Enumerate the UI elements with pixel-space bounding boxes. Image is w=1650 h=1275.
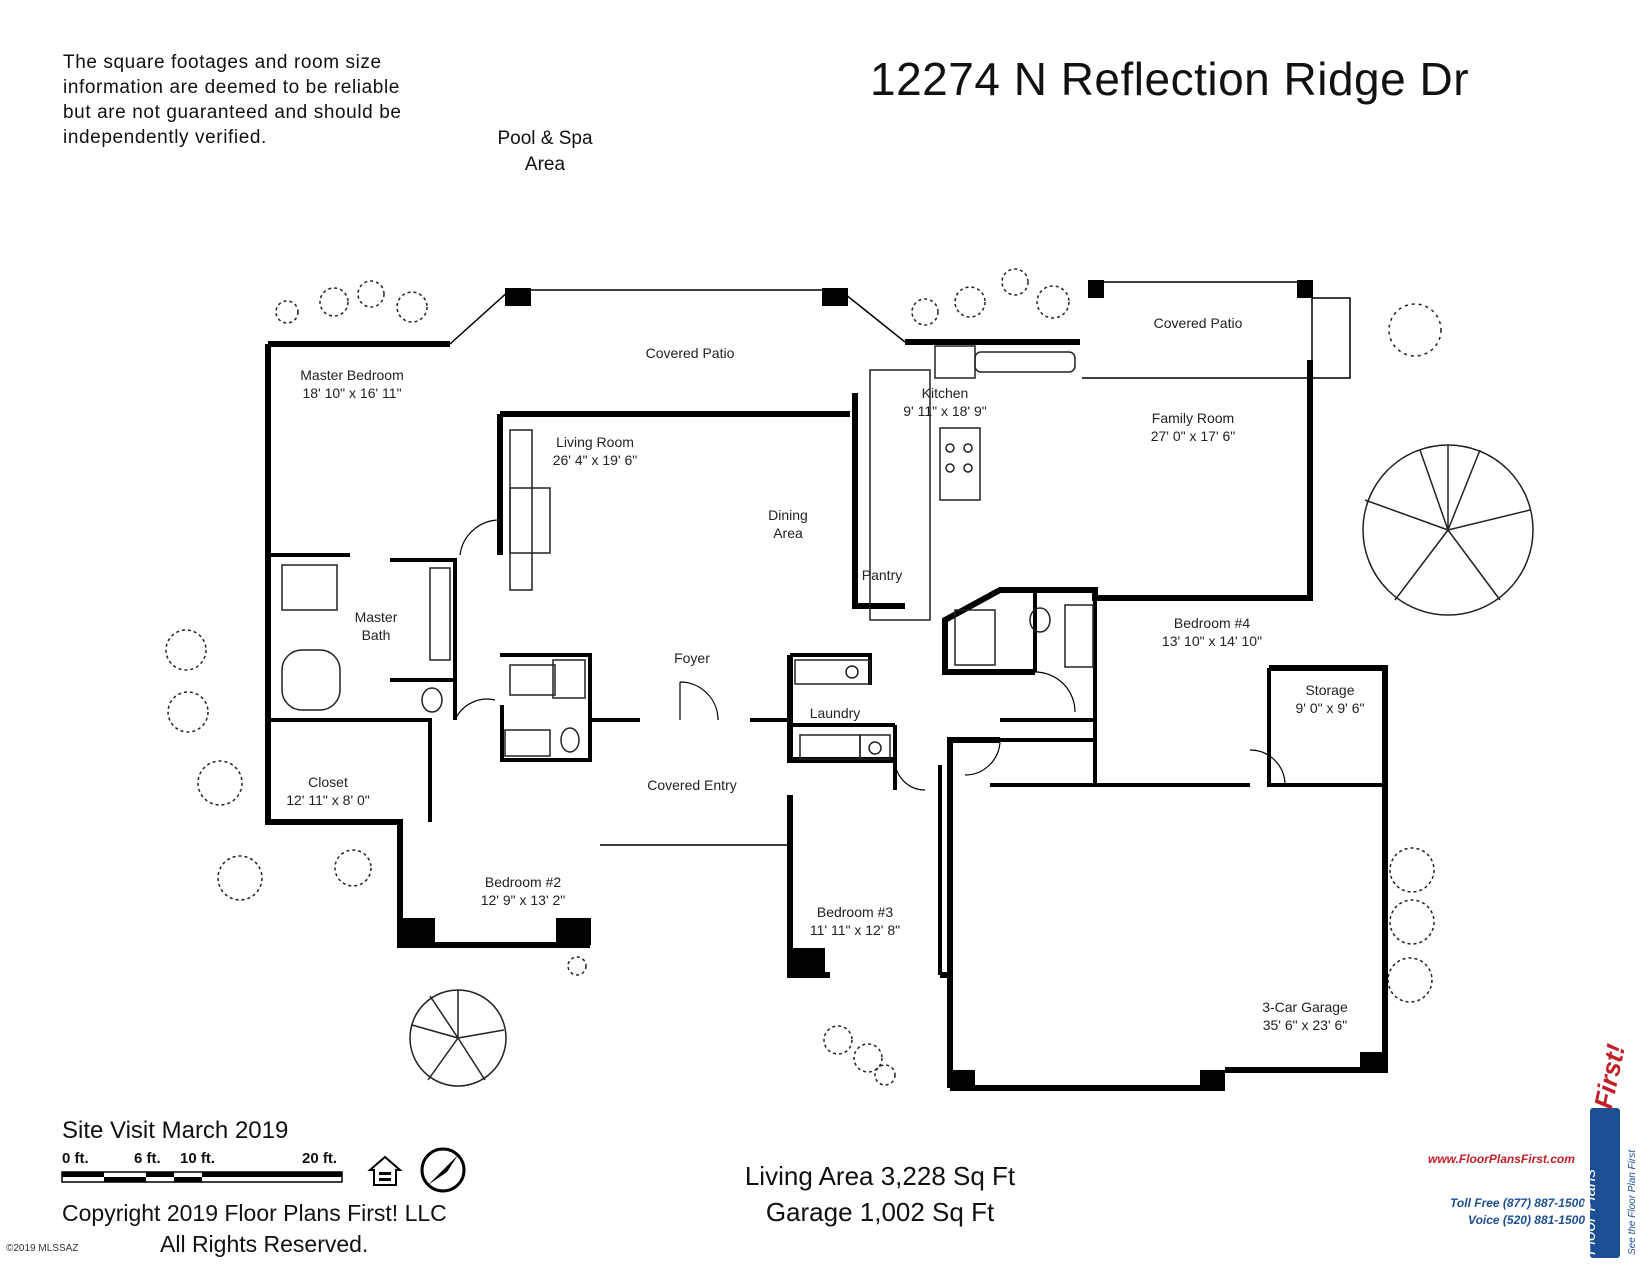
room-garage-name: 3-Car Garage: [1262, 999, 1348, 1015]
property-address-title: 12274 N Reflection Ridge Dr: [870, 53, 1470, 105]
site-visit-label: Site Visit March 2019: [62, 1117, 289, 1144]
room-covered-patio-family-name: Covered Patio: [1154, 315, 1243, 331]
room-family-room-size: 27' 0" x 17' 6": [1151, 428, 1236, 444]
room-family-room-name: Family Room: [1152, 410, 1234, 426]
room-bedroom4-name: Bedroom #4: [1174, 615, 1250, 631]
north-arrow-icon: [420, 1147, 466, 1193]
copyright-line2: All Rights Reserved.: [160, 1231, 369, 1257]
covered-patios: [449, 281, 1351, 846]
brand-url-link[interactable]: www.FloorPlansFirst.com: [1428, 1152, 1575, 1166]
room-garage-size: 35' 6" x 23' 6": [1263, 1017, 1348, 1033]
exterior-walls: [265, 339, 1388, 1091]
disclaimer-text: The square footages and room size inform…: [63, 52, 402, 148]
scale-label-10: 10 ft.: [180, 1150, 216, 1167]
room-storage-name: Storage: [1305, 682, 1354, 698]
landscaping: [165, 268, 1534, 1087]
room-bedroom3-name: Bedroom #3: [817, 904, 893, 920]
room-laundry-name: Laundry: [810, 705, 861, 721]
room-bedroom4-size: 13' 10" x 14' 10": [1162, 633, 1262, 649]
room-covered-patio-main-name: Covered Patio: [646, 345, 735, 361]
room-closet-size: 12' 11" x 8' 0": [286, 792, 370, 808]
brand-logo-icon: [1590, 1108, 1620, 1258]
living-area-text: Living Area 3,228 Sq Ft: [744, 1161, 1016, 1191]
room-closet-name: Closet: [308, 774, 348, 790]
copyright-block: Copyright 2019 Floor Plans First! LLC Al…: [62, 1198, 502, 1260]
shrub-icon: [165, 268, 1442, 1086]
scale-bar: [61, 1171, 343, 1183]
pool-spa-label: Pool & Spa Area: [470, 126, 620, 178]
room-pantry-name: Pantry: [862, 567, 902, 583]
brand-name-text: Floor Plans: [1580, 1169, 1599, 1255]
room-storage-size: 9' 0" x 9' 6": [1296, 700, 1365, 716]
scale-label-6: 6 ft.: [134, 1150, 161, 1167]
garage-area-text: Garage 1,002 Sq Ft: [765, 1197, 995, 1227]
mls-watermark: ©2019 MLSSAZ: [6, 1243, 79, 1254]
scale-label-0: 0 ft.: [62, 1150, 89, 1167]
room-living-room-name: Living Room: [556, 434, 634, 450]
room-bedroom3-size: 11' 11" x 12' 8": [810, 922, 900, 938]
room-dining-line1: Dining: [768, 507, 808, 523]
room-master-bath-line2: Bath: [362, 627, 391, 643]
brand-phones: Toll Free (877) 887-1500 Voice (520) 881…: [1430, 1195, 1585, 1229]
pool-label-line2: Area: [524, 154, 566, 175]
room-foyer-name: Foyer: [674, 650, 710, 666]
room-master-bedroom-size: 18' 10" x 16' 11": [302, 385, 401, 401]
room-bedroom2-name: Bedroom #2: [485, 874, 561, 890]
room-kitchen-size: 9' 11" x 18' 9": [903, 403, 987, 419]
tree-icon: [409, 444, 1534, 1087]
room-kitchen-name: Kitchen: [922, 385, 969, 401]
scale-labels-row: 0 ft. 6 ft. 10 ft. 20 ft.: [62, 1150, 352, 1168]
wall-posts: [400, 280, 1385, 1088]
area-summary: Living Area 3,228 Sq Ft Garage 1,002 Sq …: [700, 1158, 1060, 1230]
fixtures: [281, 345, 1094, 760]
room-covered-entry-name: Covered Entry: [647, 777, 736, 793]
doors: [454, 519, 1286, 791]
room-master-bath-line1: Master: [355, 609, 398, 625]
toll-free-phone: Toll Free (877) 887-1500: [1450, 1196, 1585, 1210]
pool-label-line1: Pool & Spa: [497, 128, 593, 149]
room-bedroom2-size: 12' 9" x 13' 2": [481, 892, 566, 908]
voice-phone: Voice (520) 881-1500: [1468, 1213, 1585, 1227]
room-labels: Master Bedroom 18' 10" x 16' 11" Covered…: [286, 315, 1364, 1033]
copyright-line1: Copyright 2019 Floor Plans First! LLC: [62, 1200, 447, 1226]
room-living-room-size: 26' 4" x 19' 6": [553, 452, 638, 468]
room-master-bedroom-name: Master Bedroom: [300, 367, 403, 383]
room-dining-line2: Area: [773, 525, 803, 541]
equal-housing-logo-icon: [367, 1155, 403, 1186]
brand-tagline-text: See the Floor Plan First: [1627, 1149, 1638, 1255]
scale-label-20: 20 ft.: [302, 1150, 338, 1167]
